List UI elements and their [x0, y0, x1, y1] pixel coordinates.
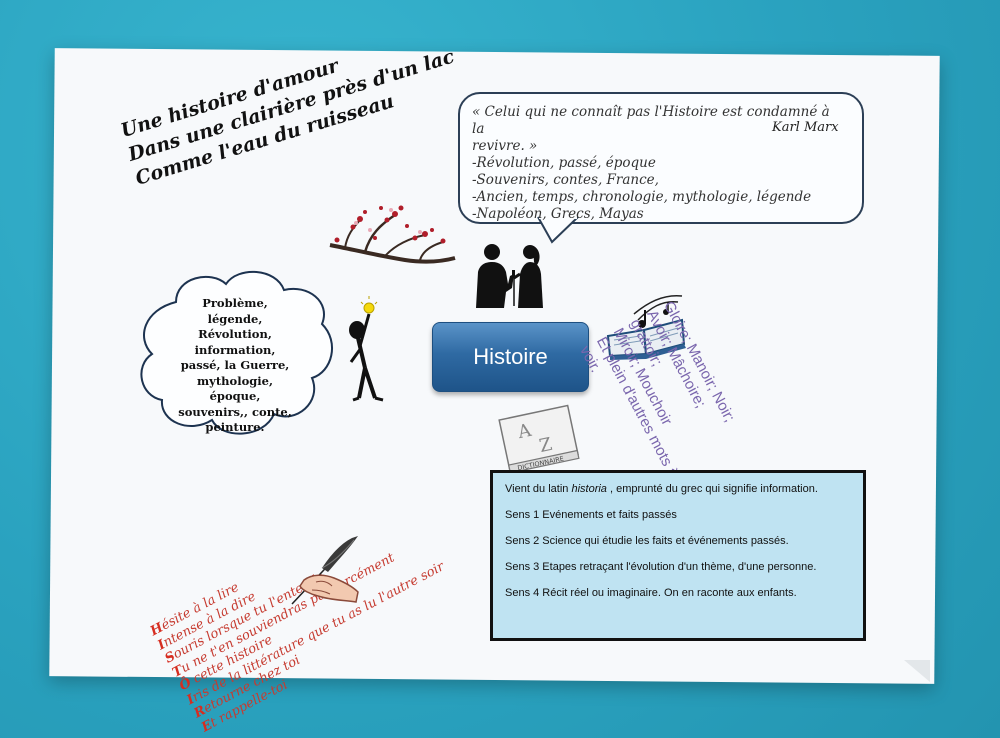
cherry-blossom-branch-icon — [329, 205, 456, 264]
definition-intro-suffix: , emprunté du grec qui signifie informat… — [606, 483, 818, 495]
hand-writing-quill-icon — [291, 536, 359, 605]
definition-intro-prefix: Vient du latin — [505, 483, 572, 495]
cloud-word: information, — [194, 342, 276, 357]
quote-text: « Celui qui ne connaît pas l'Histoire es… — [472, 104, 842, 223]
dictionary-letter-a: A — [515, 420, 534, 444]
cloud-word: mythologie, — [197, 373, 273, 388]
cloud-word: légende, — [207, 311, 263, 326]
quote-speech-bubble — [458, 92, 864, 224]
quote-line: -Napoléon, Grecs, Mayas — [472, 206, 644, 222]
open-book-music-icon — [606, 294, 686, 360]
quote-line: -Révolution, passé, époque — [472, 155, 656, 171]
definition-sense: Sens 1 Evénements et faits passés — [505, 509, 677, 521]
quote-author: Karl Marx — [772, 120, 839, 135]
cloud-word: Problème, — [202, 296, 268, 310]
thought-cloud-shape — [140, 271, 333, 435]
definition-sense: Sens 2 Science qui étudie les faits et é… — [505, 535, 789, 547]
definition-sense: Sens 4 Récit réel ou imaginaire. On en r… — [505, 587, 797, 599]
definition-latin-word: historia — [571, 483, 607, 495]
paper-corner-fold — [904, 660, 930, 682]
dictionary-book-icon: A Z DICTIONNAIRE — [498, 404, 580, 474]
cloud-word-list: Problème, légende, Révolution, informati… — [155, 296, 315, 436]
cloud-word: peinture. — [205, 420, 265, 434]
cloud-word: époque, — [209, 389, 261, 403]
definition-sense: Sens 3 Etapes retraçant l'évolution d'un… — [505, 561, 817, 573]
definition-intro: Vient du latin historia , emprunté du gr… — [505, 483, 818, 495]
cloud-word: passé, la Guerre, — [180, 358, 290, 372]
interview-silhouette-icon — [476, 244, 543, 308]
speech-bubble-tail — [537, 216, 579, 244]
cloud-word: Révolution, — [198, 327, 272, 341]
quote-line: « Celui qui ne connaît pas l'Histoire es… — [472, 104, 830, 137]
idea-stick-figure-icon — [349, 296, 384, 402]
dictionary-letter-z: Z — [537, 434, 554, 457]
quote-line: -Souvenirs, contes, France, — [472, 172, 659, 188]
center-topic-label: Histoire — [432, 322, 589, 392]
quote-line: -Ancien, temps, chronologie, mythologie,… — [472, 189, 812, 205]
quote-line: revivre. » — [472, 138, 538, 154]
cloud-word: souvenirs,, conte, — [178, 404, 292, 419]
definition-box: Vient du latin historia , emprunté du gr… — [490, 470, 866, 641]
